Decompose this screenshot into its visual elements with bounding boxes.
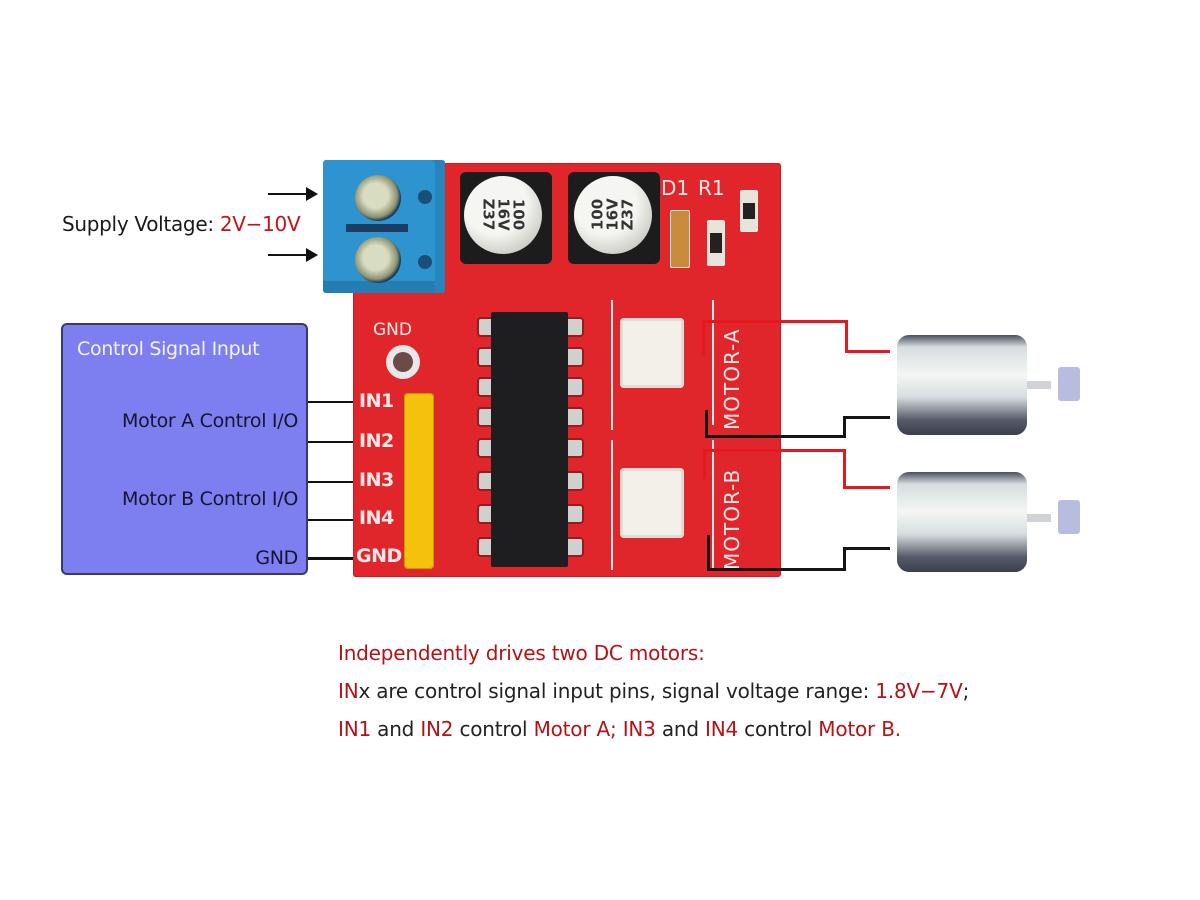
motor-a-black-wire xyxy=(843,416,846,438)
silk-divider xyxy=(611,300,613,430)
signal-voltage-range: 1.8V−7V xyxy=(875,679,963,703)
motor-b-red-wire xyxy=(843,449,846,489)
motor-a-shaft-cap xyxy=(1058,367,1080,401)
line3-part: control xyxy=(738,717,819,741)
motor-a-control-label: Motor A Control I/O xyxy=(122,410,298,432)
motor-a-red-wire xyxy=(845,320,848,352)
motor-b-red-wire xyxy=(703,449,706,479)
capacitor-1-marking: 100 16V Z37 xyxy=(479,182,528,248)
motor-b-control-label: Motor B Control I/O xyxy=(122,488,298,510)
wire-in3 xyxy=(308,481,356,483)
dc-motor-b xyxy=(897,472,1027,572)
capacitor-1 xyxy=(464,176,542,254)
motor-b-black-wire xyxy=(707,535,710,571)
control-gnd-label: GND xyxy=(255,547,298,569)
description-line-3: IN1 and IN2 control Motor A; IN3 and IN4… xyxy=(338,717,901,741)
line3-part: IN1 xyxy=(338,717,371,741)
motor-a-black-wire xyxy=(705,435,845,438)
pin-label-in2: IN2 xyxy=(359,430,394,452)
motor-b-shaft xyxy=(1027,514,1051,522)
wire-in2 xyxy=(308,441,356,443)
motor-a-red-wire xyxy=(845,350,890,353)
driver-ic-chip xyxy=(491,312,568,567)
gnd-hole-inner xyxy=(393,352,413,372)
pin-header xyxy=(404,393,434,569)
motor-b-red-wire xyxy=(703,449,845,452)
line3-part: IN4 xyxy=(705,717,739,741)
motor-a-red-wire xyxy=(702,320,846,323)
line3-part: and xyxy=(370,717,421,741)
supply-voltage-label: Supply Voltage: 2V−10V xyxy=(62,212,301,236)
wire-gnd xyxy=(308,557,356,560)
motor-a-label: MOTOR-A xyxy=(720,328,744,430)
supply-voltage-text: Supply Voltage: xyxy=(62,212,214,236)
line3-part: ; xyxy=(610,717,623,741)
screw-icon xyxy=(355,237,401,283)
silk-divider xyxy=(611,440,613,570)
cap-1-value: 100 xyxy=(509,198,528,231)
d1-label: D1 xyxy=(661,176,690,200)
motor-b-black-wire xyxy=(843,547,890,550)
terminal-hole xyxy=(418,190,432,204)
line3-part: IN2 xyxy=(420,717,454,741)
motor-a-connector xyxy=(620,318,684,388)
cap-1-code: Z37 xyxy=(479,198,498,231)
motor-a-shaft xyxy=(1027,381,1051,389)
capacitor-2 xyxy=(574,176,652,254)
description-line-2: INx are control signal input pins, signa… xyxy=(338,679,969,703)
gnd-hole-label: GND xyxy=(373,320,412,340)
inx-description: x are control signal input pins, signal … xyxy=(358,679,876,703)
pin-label-in3: IN3 xyxy=(359,469,394,491)
control-box-title: Control Signal Input xyxy=(77,338,260,360)
terminal-hole xyxy=(418,255,432,269)
line3-part: IN3 xyxy=(622,717,656,741)
motor-b-shaft-cap xyxy=(1058,500,1080,534)
pin-label-in1: IN1 xyxy=(359,390,394,412)
pin-label-gnd: GND xyxy=(356,545,402,567)
wire-in1 xyxy=(308,401,356,403)
terminal-divider xyxy=(346,224,408,232)
cap-1-voltage: 16V xyxy=(494,198,513,231)
silk-divider xyxy=(712,300,714,425)
line3-part: Motor B. xyxy=(818,717,901,741)
motor-a-black-wire xyxy=(843,416,890,419)
motor-a-black-wire xyxy=(705,410,708,437)
motor-b-red-wire xyxy=(843,486,890,489)
line3-part: Motor A xyxy=(533,717,611,741)
screw-icon xyxy=(355,175,401,221)
motor-a-red-wire xyxy=(702,320,705,356)
arrow-right-icon xyxy=(268,187,318,201)
r1-label: R1 xyxy=(698,176,725,200)
motor-b-label: MOTOR-B xyxy=(720,468,744,570)
line3-part: control xyxy=(453,717,534,741)
line-2-suffix: ; xyxy=(962,679,970,703)
motor-b-black-wire xyxy=(843,547,846,571)
inx-prefix: IN xyxy=(338,679,359,703)
silk-divider xyxy=(712,440,714,570)
resistor-r1 xyxy=(740,190,758,232)
dc-motor-a xyxy=(897,335,1027,435)
control-signal-input-box xyxy=(61,323,308,575)
pin-label-in4: IN4 xyxy=(359,507,394,529)
motor-b-black-wire xyxy=(707,568,845,571)
wire-in4 xyxy=(308,519,356,521)
description-heading: Independently drives two DC motors: xyxy=(338,641,705,665)
arrow-right-icon xyxy=(268,248,318,262)
diode-d1 xyxy=(670,210,690,268)
supply-voltage-range: 2V−10V xyxy=(219,212,301,236)
resistor xyxy=(707,220,725,266)
motor-b-connector xyxy=(620,468,684,538)
heading-text: Independently drives two DC motors: xyxy=(338,641,705,665)
capacitor-2-marking: 100 16V Z37 xyxy=(589,182,637,248)
cap-2-code: Z37 xyxy=(618,198,637,231)
line3-part: and xyxy=(655,717,706,741)
